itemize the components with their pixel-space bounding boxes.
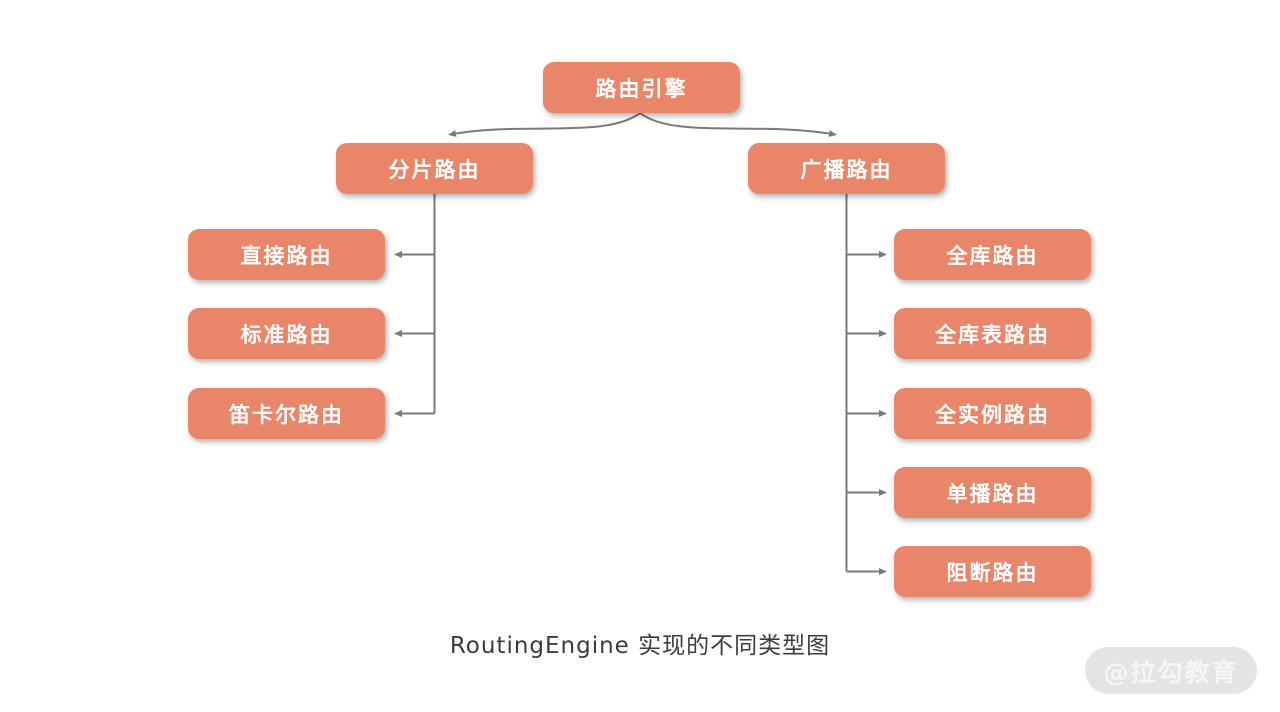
node-cartesian-routing: 笛卡尔路由: [188, 388, 385, 439]
connector-root-to-broadcast: [639, 112, 837, 137]
node-direct-routing: 直接路由: [188, 229, 385, 280]
node-routing-engine: 路由引擎: [543, 62, 740, 113]
node-full-database-table-routing: 全库表路由: [894, 308, 1091, 359]
diagram-caption: RoutingEngine 实现的不同类型图: [449, 633, 831, 659]
node-blocking-routing: 阻断路由: [894, 546, 1091, 597]
watermark-badge: @拉勾教育: [1085, 647, 1257, 694]
node-unicast-routing: 单播路由: [894, 467, 1091, 518]
node-full-database-routing: 全库路由: [894, 229, 1091, 280]
node-sharding-routing: 分片路由: [336, 143, 533, 194]
node-standard-routing: 标准路由: [188, 308, 385, 359]
node-full-instance-routing: 全实例路由: [894, 388, 1091, 439]
node-broadcast-routing: 广播路由: [748, 143, 945, 194]
connector-root-to-sharding: [448, 112, 641, 137]
